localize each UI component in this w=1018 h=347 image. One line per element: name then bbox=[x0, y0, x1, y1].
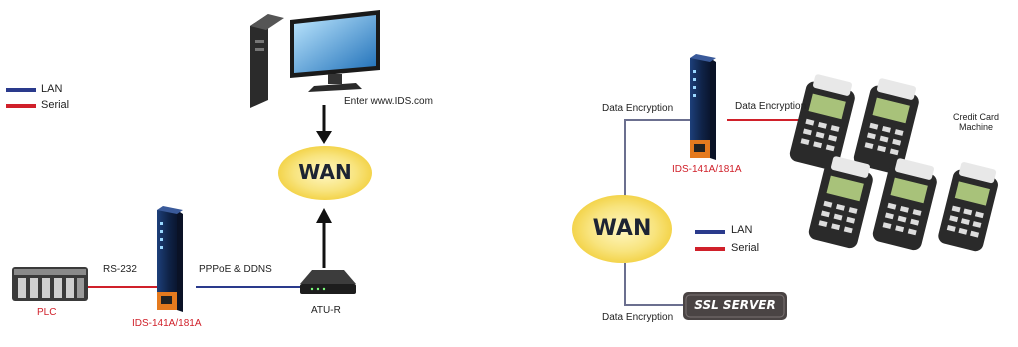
atur-label: ATU-R bbox=[311, 305, 341, 316]
ids-device-icon-right bbox=[690, 54, 716, 160]
legend-lan-line-right bbox=[695, 230, 725, 234]
encryption-label-bottom: Data Encryption bbox=[602, 312, 674, 323]
wan-cloud-left bbox=[278, 146, 372, 200]
computer-icon bbox=[250, 10, 380, 108]
ssl-server-badge bbox=[683, 292, 787, 320]
lan-line-wan-ssl bbox=[624, 263, 686, 306]
wan-label-left: WAN bbox=[298, 160, 352, 184]
legend-serial-line-right bbox=[695, 247, 725, 251]
rs232-label: RS-232 bbox=[103, 264, 137, 275]
pppoe-label: PPPoE & DDNS bbox=[199, 264, 272, 275]
credit-card-machine-icon-1 bbox=[789, 74, 855, 170]
ids-device-icon-left bbox=[157, 206, 183, 312]
legend-lan-label-right: LAN bbox=[731, 224, 753, 236]
credit-card-label-line1: Credit Card bbox=[952, 112, 999, 122]
credit-card-machine-icon-4 bbox=[872, 158, 937, 251]
credit-card-machine-icon-3 bbox=[808, 156, 873, 249]
credit-card-machine-icon-5 bbox=[938, 162, 998, 252]
arrow-pc-to-wan bbox=[316, 105, 332, 144]
wan-cloud-right bbox=[572, 195, 672, 263]
encryption-label-top-right: Data Encryption bbox=[735, 101, 807, 112]
encryption-label-top-left: Data Encryption bbox=[602, 103, 674, 114]
legend-lan-line-left bbox=[6, 88, 36, 92]
device-label-left: IDS-141A/181A bbox=[132, 318, 202, 329]
legend-serial-label-left: Serial bbox=[41, 99, 70, 111]
lan-line-device-wan bbox=[624, 119, 690, 196]
device-label-right: IDS-141A/181A bbox=[672, 164, 742, 175]
pc-label: Enter www.IDS.com bbox=[344, 96, 433, 107]
arrow-atur-to-wan bbox=[316, 208, 332, 268]
credit-card-machine-icon-2 bbox=[853, 78, 919, 174]
atur-modem-icon bbox=[300, 270, 356, 294]
plc-icon bbox=[12, 267, 88, 301]
legend-serial-line-left bbox=[6, 104, 36, 108]
credit-card-label-line2: Machine bbox=[958, 122, 994, 132]
ssl-server-label: SSL SERVER bbox=[694, 298, 776, 312]
plc-label: PLC bbox=[37, 307, 57, 318]
legend-serial-label-right: Serial bbox=[731, 242, 760, 254]
legend-lan-label-left: LAN bbox=[41, 83, 63, 95]
wan-label-right: WAN bbox=[592, 216, 652, 241]
